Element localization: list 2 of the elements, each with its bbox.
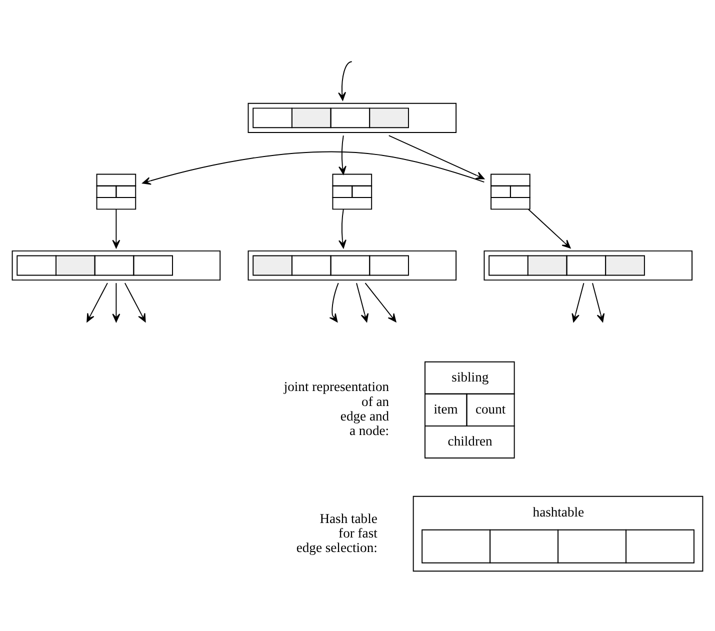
- node-label: joint representation of an edge and a node:: [284, 378, 390, 438]
- node-label: Hash table for fast edge selection:: [296, 510, 378, 554]
